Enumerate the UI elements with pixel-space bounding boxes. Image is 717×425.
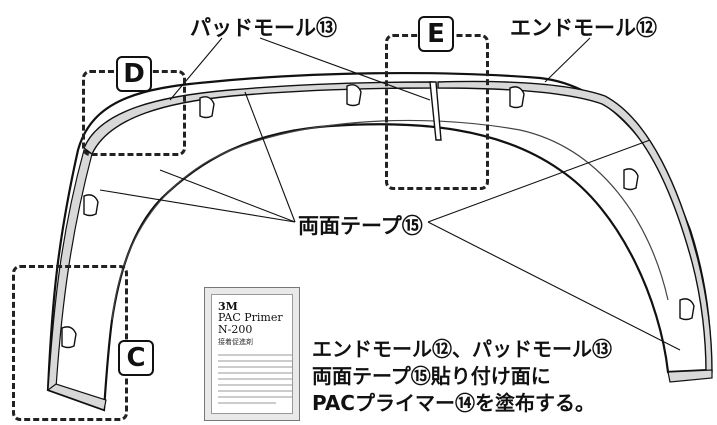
detail-box-e-frame: [385, 34, 489, 190]
detail-label-d: D: [116, 56, 152, 92]
primer-sub: 接着促進剤: [218, 338, 253, 346]
leader-lines: [99, 37, 681, 351]
primer-name-line1: PAC Primer: [218, 311, 283, 324]
instruction-line-1: エンドモール⑫、パッドモール⑬: [312, 337, 612, 361]
detail-label-e: E: [418, 16, 454, 52]
instruction-line-3: PACプライマー⑭を塗布する。: [312, 391, 595, 415]
primer-label-text-lines: [218, 354, 292, 404]
instruction-note: エンドモール⑫、パッドモール⑬ 両面テープ⑮貼り付け面に PACプライマー⑭を塗…: [312, 336, 612, 417]
primer-brand: 3M: [218, 300, 238, 313]
primer-name-line2: N-200: [218, 323, 253, 336]
end-mold-label: エンドモール⑫: [510, 16, 657, 40]
clip-holes: [61, 84, 695, 349]
primer-can: 3M PAC Primer N-200 接着促進剤: [204, 287, 300, 421]
instruction-line-2: 両面テープ⑮貼り付け面に: [312, 364, 551, 388]
detail-box-c-frame: [12, 265, 128, 421]
double-tape-label: 両面テープ⑮: [298, 214, 423, 238]
detail-label-c: C: [118, 340, 154, 376]
pad-mold-label: パッドモール⑬: [190, 16, 337, 40]
